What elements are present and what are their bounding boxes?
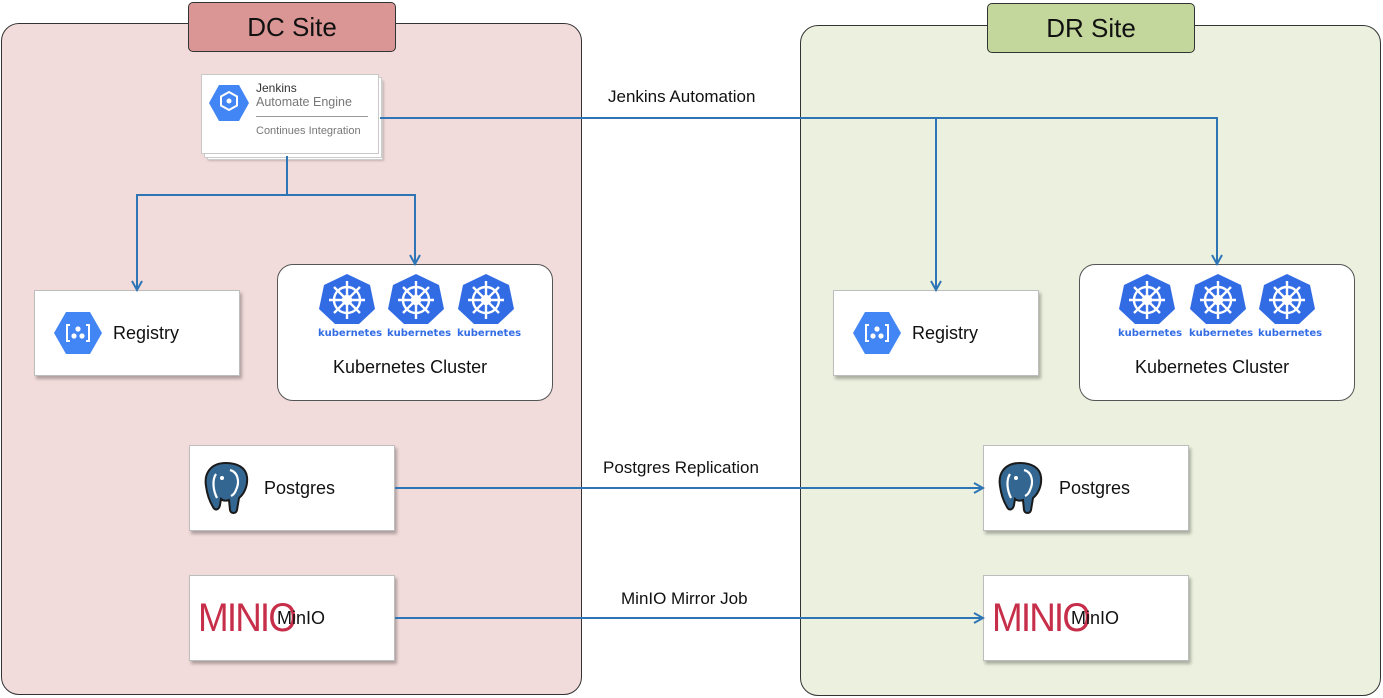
minio-logo: MINIO: [992, 596, 1091, 640]
dr-registry-box: Registry: [833, 290, 1039, 376]
postgres-elephant-icon: [204, 461, 249, 514]
kubernetes-icon: kubernetes: [318, 273, 383, 339]
kubernetes-icon-text: kubernetes: [457, 328, 522, 339]
jenkins-gcp-icon: [209, 85, 249, 121]
dr-postgres-box: Postgres: [983, 445, 1189, 531]
kubernetes-icon: kubernetes: [1118, 273, 1183, 339]
edge-label-jenkins-automation: Jenkins Automation: [608, 87, 756, 106]
dc-minio-label: MinIO: [277, 608, 326, 628]
kubernetes-icon-text: kubernetes: [1189, 328, 1254, 339]
dr-minio-label: MinIO: [1071, 608, 1120, 628]
kubernetes-icon-text: kubernetes: [318, 328, 383, 339]
postgres-elephant-icon: [998, 461, 1043, 514]
kubernetes-icon: kubernetes: [457, 273, 522, 339]
registry-icon: [54, 312, 102, 354]
jenkins-subtitle: Automate Engine: [256, 95, 352, 109]
edge-label-postgres-replication: Postgres Replication: [603, 458, 759, 477]
kubernetes-icon-text: kubernetes: [1258, 328, 1323, 339]
kubernetes-icon: kubernetes: [1258, 273, 1323, 339]
dc-registry-box: Registry: [34, 290, 240, 376]
kubernetes-icon: kubernetes: [387, 273, 452, 339]
dc-registry-label: Registry: [113, 323, 180, 343]
dr-registry-label: Registry: [912, 323, 979, 343]
dr-minio-box: MINIO MinIO: [983, 575, 1189, 661]
arrow-jenkins-to-dc-kubernetes: [287, 194, 415, 264]
kubernetes-icon-text: kubernetes: [1118, 328, 1183, 339]
dr-kubernetes-cluster-box: kubernetes kubernetes kubernetes Kuberne…: [1079, 264, 1355, 401]
registry-icon: [853, 312, 901, 354]
arrow-jenkins-to-dr-kubernetes: [936, 117, 1217, 264]
dc-kubernetes-label: Kubernetes Cluster: [333, 357, 488, 377]
dr-kubernetes-label: Kubernetes Cluster: [1135, 357, 1290, 377]
arrow-jenkins-to-dr-registry: [380, 117, 936, 290]
jenkins-detail: Continues Integration: [256, 125, 361, 137]
jenkins-name: Jenkins: [256, 81, 297, 95]
minio-logo: MINIO: [198, 596, 297, 640]
dc-site-title: DC Site: [188, 2, 396, 52]
dc-postgres-box: Postgres: [189, 445, 395, 531]
dc-minio-box: MINIO MinIO: [189, 575, 395, 661]
jenkins-divider: [256, 116, 368, 117]
dr-postgres-label: Postgres: [1059, 478, 1131, 498]
dr-site-title: DR Site: [987, 3, 1195, 53]
arrow-jenkins-to-dc-registry: [137, 156, 288, 290]
edge-label-minio-mirror: MinIO Mirror Job: [621, 589, 748, 608]
dc-kubernetes-cluster-box: kubernetes kubernetes kubernetes Kuberne…: [277, 264, 553, 401]
dc-postgres-label: Postgres: [264, 478, 336, 498]
kubernetes-icon: kubernetes: [1189, 273, 1254, 339]
kubernetes-icon-text: kubernetes: [387, 328, 452, 339]
